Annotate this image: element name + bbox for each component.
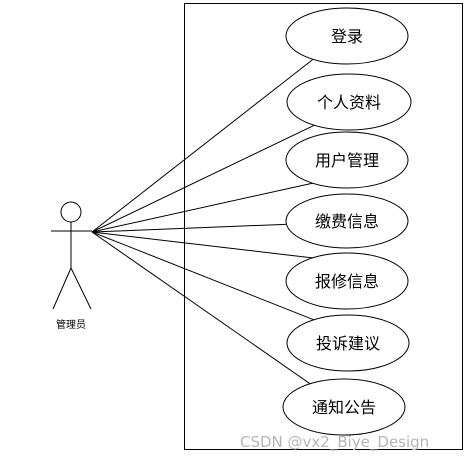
use-case-label: 缴费信息: [315, 212, 379, 231]
use-case-label: 登录: [331, 27, 363, 46]
association-line-profile: [91, 124, 316, 233]
use-case-ellipse: [285, 7, 409, 65]
use-case-label: 通知公告: [312, 398, 376, 417]
association-line-login: [91, 58, 314, 233]
use-case-ellipse: [285, 131, 409, 189]
use-case-user-management[interactable]: 用户管理: [285, 131, 409, 189]
association-line-user-management: [91, 182, 314, 233]
watermark-text: CSDN @vx2_Biye_Design: [240, 433, 430, 451]
use-case-label: 投诉建议: [316, 334, 380, 353]
use-case-label: 报修信息: [315, 272, 379, 291]
actor-right-leg: [70, 267, 92, 310]
association-line-complaint-suggestion: [91, 231, 315, 321]
association-line-payment-info: [91, 222, 314, 233]
actor-left-leg: [52, 267, 72, 310]
actor-label: 管理员: [56, 318, 86, 331]
association-line-repair-info: [91, 231, 314, 259]
use-case-ellipse: [282, 378, 406, 436]
use-case-ellipse: [285, 252, 409, 310]
actor-figure: 管理员: [51, 201, 92, 331]
use-case-profile[interactable]: 个人资料: [286, 73, 412, 131]
association-line-announcement: [91, 231, 311, 385]
use-case-label: 个人资料: [317, 93, 381, 112]
use-case-repair-info[interactable]: 报修信息: [285, 252, 409, 310]
use-case-complaint-suggestion[interactable]: 投诉建议: [286, 314, 410, 372]
use-case-ellipse: [286, 314, 410, 372]
use-case-payment-info[interactable]: 缴费信息: [285, 193, 409, 249]
use-case-ellipse: [285, 193, 409, 249]
use-case-ellipse: [286, 73, 412, 131]
association-lines: [91, 58, 316, 385]
use-case-announcement[interactable]: 通知公告: [282, 378, 406, 436]
use-case-label: 用户管理: [315, 151, 379, 170]
system-boundary: [184, 3, 463, 450]
actor-head: [60, 201, 82, 223]
use-case-login[interactable]: 登录: [285, 7, 409, 65]
